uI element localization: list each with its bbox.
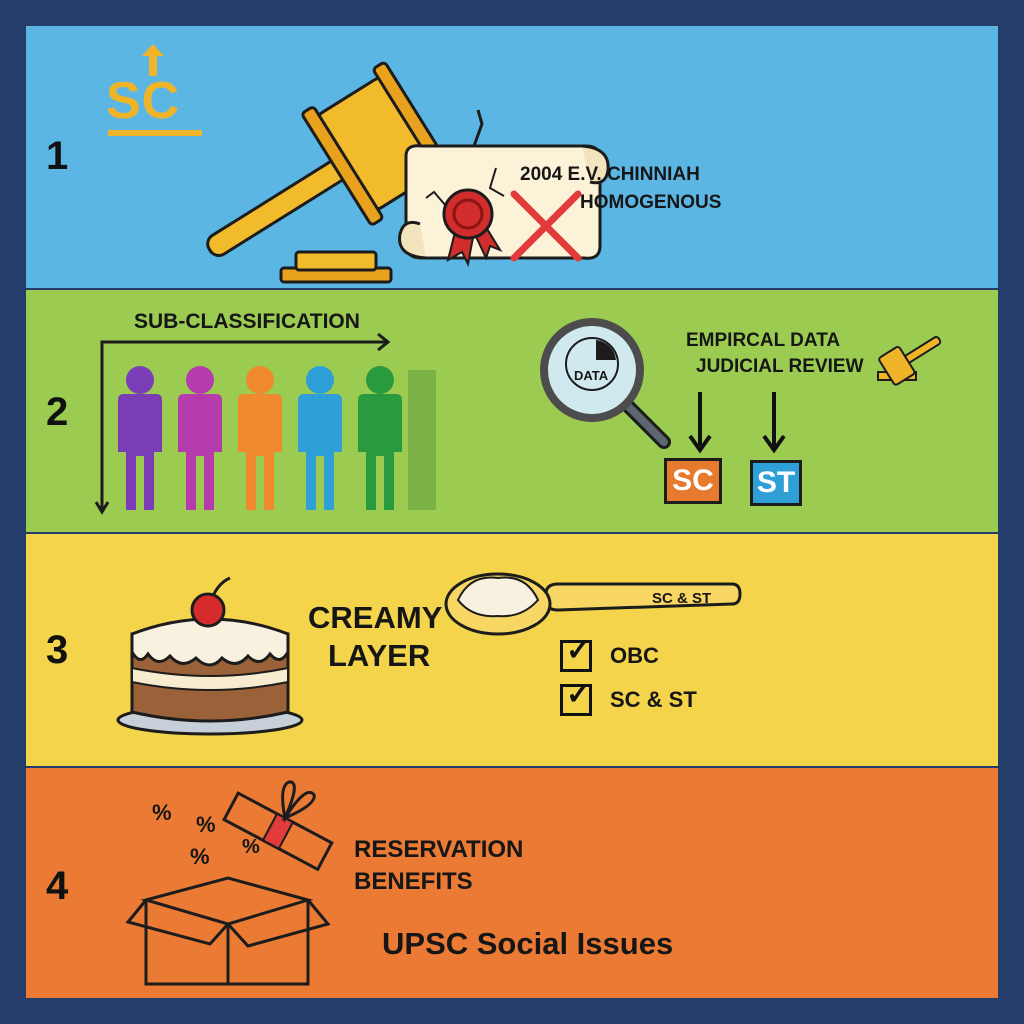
case-line-1: 2004 E.V. CHINNIAH	[520, 164, 700, 185]
section-3-band: 3 CREAMY LAYER SC & ST ✓ OBC ✓ SC & ST	[26, 534, 998, 766]
section-number-3: 3	[46, 628, 69, 672]
sc-logo-text: SC	[106, 72, 181, 130]
reservation-heading-line-2: BENEFITS	[354, 868, 473, 895]
section-number-4: 4	[46, 864, 69, 908]
gavel-icon	[206, 61, 455, 284]
checkbox-icon: ✓	[560, 634, 592, 672]
person-orange	[238, 366, 282, 510]
people-icon	[118, 366, 436, 510]
axis-arrows	[94, 332, 391, 515]
section-2-band: 2 SUB-CLASSIFICATION	[26, 290, 998, 532]
small-gavel-icon	[877, 336, 942, 386]
checklist-item-obc: ✓ OBC	[560, 634, 659, 672]
section-4-band: 4 % % % % RESERVATION BENEFITS UPSC Soci…	[26, 768, 998, 998]
percent-symbol: %	[190, 844, 210, 869]
red-x-icon	[510, 190, 582, 262]
down-arrow-icon	[762, 392, 786, 454]
data-label: DATA	[574, 368, 609, 383]
section-1-band: 1 SC	[26, 26, 998, 288]
check-label-obc: OBC	[610, 643, 659, 668]
cake-icon	[116, 576, 304, 736]
section-number-1: 1	[46, 134, 69, 178]
wax-seal-icon	[442, 188, 503, 268]
section-number-2: 2	[46, 390, 69, 434]
creamy-heading-line-2: LAYER	[328, 638, 431, 673]
arrow-up-icon	[142, 44, 164, 76]
sc-logo-underline	[108, 130, 202, 136]
spoon-icon	[444, 572, 742, 636]
person-purple	[118, 366, 162, 510]
sc-box: SC	[664, 458, 722, 504]
percent-symbol: %	[242, 836, 260, 858]
checkbox-icon: ✓	[560, 678, 592, 716]
sub-classification-heading: SUB-CLASSIFICATION	[134, 310, 360, 333]
pie-chart-icon	[565, 337, 619, 391]
empirical-data-label: EMPIRCAL DATA	[686, 330, 841, 351]
judicial-review-label: JUDICIAL REVIEW	[696, 356, 864, 377]
percent-symbol: %	[152, 800, 172, 825]
magnifier-icon	[540, 318, 671, 449]
person-blue	[298, 366, 342, 510]
spoon-label: SC & ST	[652, 590, 712, 607]
st-box: ST	[750, 460, 802, 506]
footer-title: UPSC Social Issues	[382, 926, 674, 961]
checklist-item-sc-st: ✓ SC & ST	[560, 678, 697, 716]
case-line-2: HOMOGENOUS	[580, 192, 722, 213]
reservation-heading-line-1: RESERVATION	[354, 836, 524, 863]
check-label-sc-st: SC & ST	[610, 687, 697, 712]
percent-symbol: %	[196, 812, 216, 837]
down-arrow-icon	[688, 392, 712, 454]
person-green	[358, 366, 402, 510]
creamy-heading-line-1: CREAMY	[308, 600, 443, 635]
person-magenta	[178, 366, 222, 510]
gift-box-icon	[125, 780, 334, 986]
